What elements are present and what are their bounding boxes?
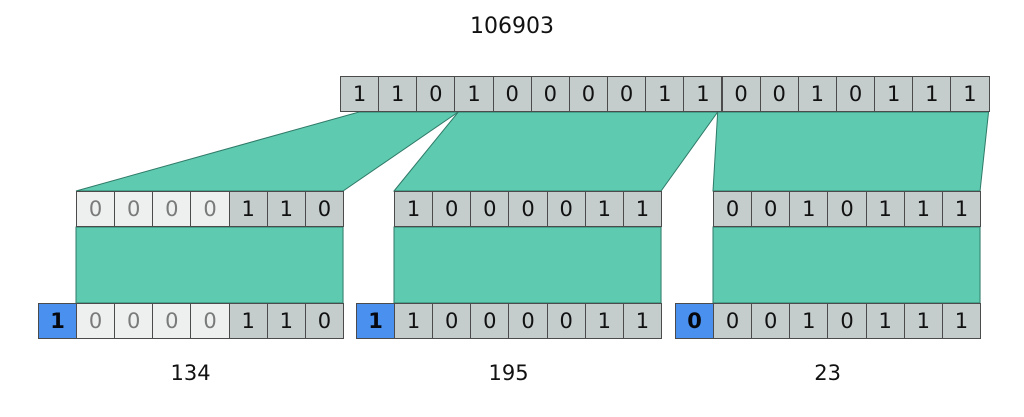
bottom-row-bit-0-1: 0 <box>114 303 154 339</box>
bottom-row-bit-1-1: 0 <box>432 303 472 339</box>
bottom-row-bit-0-5: 1 <box>266 303 306 339</box>
middle-row-bit-1-4: 0 <box>546 191 586 227</box>
middle-row-bit-2-0: 0 <box>713 191 753 227</box>
bottom-row-bit-0-2: 0 <box>152 303 192 339</box>
bottom-row-bit-2-0: 0 <box>713 303 753 339</box>
middle-row-bit-0-2: 0 <box>152 191 192 227</box>
top-row-bit-8: 1 <box>645 76 685 112</box>
middle-row-bit-0-1: 0 <box>114 191 154 227</box>
band-vertical-group-left <box>75 226 344 304</box>
bottom-row-bit-2-4: 1 <box>865 303 905 339</box>
top-row-bit-9: 1 <box>683 76 723 112</box>
top-row-bit-1: 1 <box>378 76 418 112</box>
band-vertical-group-right <box>712 226 981 304</box>
caption-group-middle: 195 <box>488 361 529 385</box>
continuation-flag-group-right: 0 <box>675 303 715 339</box>
bottom-row-bit-1-6: 1 <box>622 303 663 339</box>
middle-row-bit-1-1: 0 <box>432 191 472 227</box>
band-group-middle <box>392 111 719 192</box>
top-row-bit-3: 1 <box>454 76 494 112</box>
continuation-flag-group-middle: 1 <box>356 303 396 339</box>
middle-row-bit-0-0: 0 <box>76 191 116 227</box>
middle-row-bit-0-4: 1 <box>228 191 268 227</box>
page-title: 106903 <box>470 14 554 39</box>
middle-row-bit-1-0: 1 <box>394 191 434 227</box>
bottom-row-bit-1-2: 0 <box>470 303 510 339</box>
middle-row-bit-0-3: 0 <box>190 191 230 227</box>
bottom-row-bit-2-3: 0 <box>827 303 867 339</box>
top-row-bit-14: 1 <box>874 76 914 112</box>
band-vertical-group-middle <box>393 226 662 304</box>
middle-row-bit-1-6: 1 <box>622 191 663 227</box>
bottom-row-bit-1-4: 0 <box>546 303 586 339</box>
bottom-row-bit-0-4: 1 <box>228 303 268 339</box>
band-group-right <box>712 111 990 192</box>
middle-row-bit-2-5: 1 <box>903 191 943 227</box>
bottom-row-bit-2-5: 1 <box>903 303 943 339</box>
top-row-bit-7: 0 <box>607 76 647 112</box>
top-row-bit-2: 0 <box>416 76 456 112</box>
top-row-bit-6: 0 <box>568 76 609 112</box>
middle-row-bit-2-3: 0 <box>827 191 867 227</box>
top-row-bit-4: 0 <box>492 76 532 112</box>
bottom-row-bit-0-3: 0 <box>190 303 230 339</box>
top-row-bit-12: 1 <box>797 76 837 112</box>
bottom-row-bit-1-3: 0 <box>508 303 548 339</box>
top-row-bit-0: 1 <box>340 76 380 112</box>
middle-row-bit-1-5: 1 <box>584 191 624 227</box>
bottom-row-bit-0-0: 0 <box>76 303 116 339</box>
middle-row-bit-2-1: 0 <box>751 191 791 227</box>
bottom-row-bit-2-6: 1 <box>941 303 982 339</box>
top-row-bit-11: 0 <box>759 76 799 112</box>
middle-row-bit-2-4: 1 <box>865 191 905 227</box>
middle-row-bit-0-5: 1 <box>266 191 306 227</box>
middle-row-bit-0-6: 0 <box>304 191 345 227</box>
band-group-left <box>75 111 460 192</box>
bottom-row-bit-1-5: 1 <box>584 303 624 339</box>
caption-group-left: 134 <box>170 361 211 385</box>
top-row-bit-16: 1 <box>950 76 990 112</box>
middle-row-bit-2-2: 1 <box>789 191 829 227</box>
continuation-flag-group-left: 1 <box>38 303 78 339</box>
bottom-row-bit-2-2: 1 <box>789 303 829 339</box>
middle-row-bit-2-6: 1 <box>941 191 982 227</box>
top-row-bit-15: 1 <box>912 76 952 112</box>
bottom-row-bit-1-0: 1 <box>394 303 434 339</box>
middle-row-bit-1-2: 0 <box>470 191 510 227</box>
caption-group-right: 23 <box>814 361 841 385</box>
top-row-bit-13: 0 <box>835 76 876 112</box>
top-row-bit-10: 0 <box>721 76 761 112</box>
top-row-bit-5: 0 <box>530 76 570 112</box>
middle-row-bit-1-3: 0 <box>508 191 548 227</box>
bottom-row-bit-0-6: 0 <box>304 303 345 339</box>
bottom-row-bit-2-1: 0 <box>751 303 791 339</box>
